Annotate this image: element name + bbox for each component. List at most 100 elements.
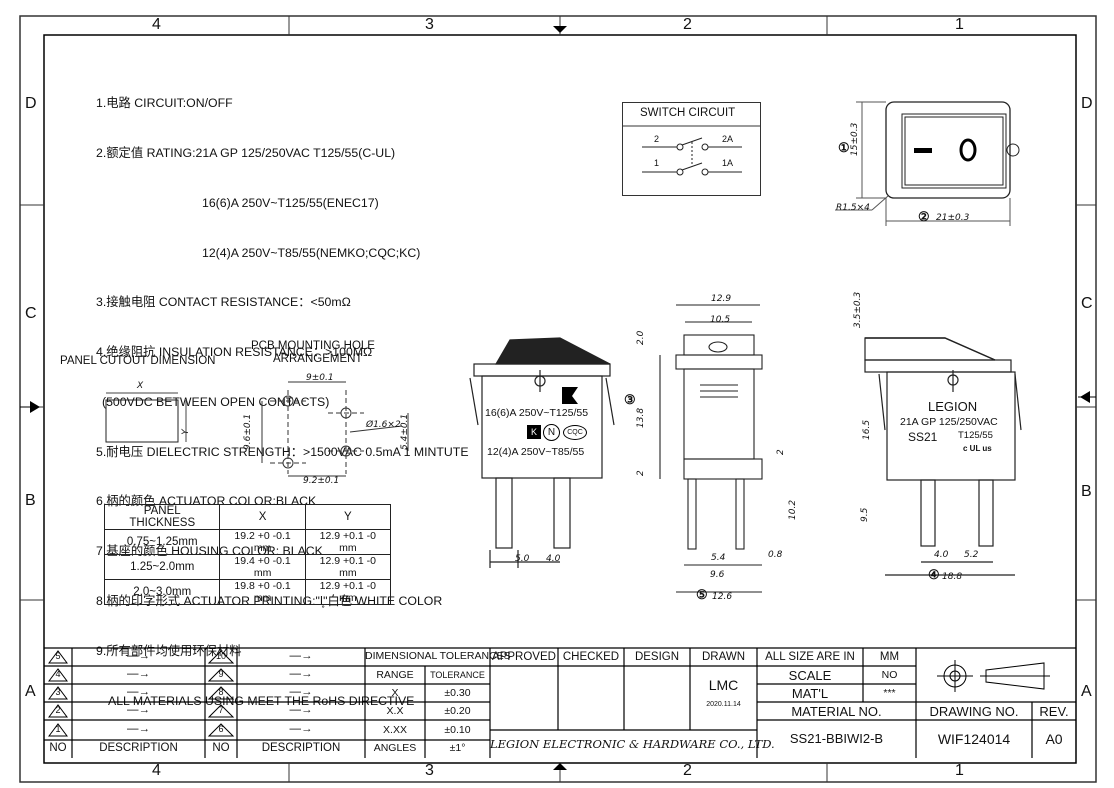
side-marking-2: 12(4)A 250V~T85/55 (487, 446, 585, 458)
zone-top-4: 4 (152, 16, 161, 33)
end-dim-1: 12.9 (711, 294, 732, 304)
end-dim-2: 10.5 (710, 315, 731, 325)
note-3: 3.接触电阻 CONTACT RESISTANCE：<50mΩ (96, 295, 351, 310)
rev-no-1: 1 (55, 724, 61, 734)
side-marking-1: 16(6)A 250V~T125/55 (485, 407, 589, 419)
rev-no-10: 10 (215, 651, 226, 661)
end-dim-11: 12.6 (712, 592, 733, 602)
pcb-title-1: PCB MOUNTING HOLE (251, 340, 375, 352)
table-cell: 2.0~3.0mm (103, 579, 221, 605)
material-value: *** (883, 687, 896, 699)
side-dim-1: 5.0 (515, 554, 530, 564)
right-dim-5: 5.2 (964, 550, 979, 560)
switch-side-view (469, 337, 615, 568)
note-1: 1.电路 CIRCUIT:ON/OFF (96, 96, 233, 111)
rev-no-7: 7 (218, 705, 224, 715)
switch-circuit-title: SWITCH CIRCUIT (640, 107, 736, 119)
pin-1: 1 (654, 158, 660, 168)
rev-label: REV. (1039, 704, 1069, 719)
zone-left-B: B (25, 492, 36, 509)
circled-5: ⑤ (696, 587, 708, 602)
pcb-hole-diagram (261, 381, 409, 477)
tol-value: ±0.30 (444, 687, 471, 699)
switch-end-view (659, 304, 763, 593)
rev-no-4: 4 (55, 669, 61, 679)
table-row: 0.75~1.25mm 19.2 +0 -0.1 mm 12.9 +0.1 -0… (103, 529, 392, 555)
note-2a: 16(6)A 250V~T125/55(ENEC17) (202, 195, 379, 210)
zone-right-C: C (1081, 295, 1093, 312)
zone-left-A: A (25, 683, 36, 700)
tol-range-header: RANGE (376, 669, 414, 681)
pin-1a: 1A (722, 158, 734, 168)
dim-radius: R1.5×4 (836, 203, 870, 213)
header-thickness: PANEL THICKNESS (103, 504, 221, 530)
size-unit: MM (879, 651, 900, 663)
rev-no-3: 3 (55, 687, 61, 697)
zone-bottom-3: 3 (425, 762, 434, 779)
kc-logo: K (527, 425, 541, 439)
right-dim-6: 18.8 (942, 572, 963, 582)
cutout-x: X (137, 381, 144, 391)
drawn-label: DRAWN (701, 651, 745, 663)
design-label: DESIGN (634, 651, 680, 663)
table-cell: 19.8 +0 -0.1 mm (219, 579, 306, 605)
end-dim-9: 0.8 (768, 550, 783, 560)
circled-3: ③ (624, 392, 636, 407)
pcb-title-2: ARRANGEMENT (273, 353, 363, 365)
table-row: 2.0~3.0mm 19.8 +0 -0.1 mm 12.9 +0.1 -0 m… (103, 579, 392, 605)
scale-value: NO (881, 669, 898, 681)
circled-1: ① (838, 140, 850, 155)
tolerances-title: DIMENSIONAL TOLERANCES (365, 650, 511, 662)
switch-top-view (835, 101, 1020, 226)
right-dim-4: 4.0 (934, 550, 949, 560)
rev-no-8: 8 (218, 687, 224, 697)
tol-value: ±0.10 (444, 724, 471, 736)
tol-range: X.XX (383, 724, 407, 736)
zone-right-D: D (1081, 95, 1093, 112)
table-cell: 12.9 +0.1 -0 mm (304, 579, 392, 605)
panel-cutout-title: PANEL CUTOUT DIMENSION (60, 355, 216, 367)
rev-desc-header-2: DESCRIPTION (261, 742, 341, 754)
right-brand: LEGION (928, 399, 978, 414)
rev-no-9: 9 (218, 669, 224, 679)
nemko-logo: N (543, 424, 560, 441)
panel-cutout-shape (105, 392, 187, 443)
drawing-no-label: DRAWING NO. (929, 704, 1019, 719)
end-dim-8: 5.4 (711, 553, 726, 563)
right-rating: 21A GP 125/250VAC (900, 416, 998, 428)
circled-2: ② (918, 209, 930, 224)
size-label: ALL SIZE ARE IN (765, 651, 855, 663)
rev-arrow: —→ (289, 650, 313, 662)
company-name: LEGION ELECTRONIC & HARDWARE CO., LTD. (490, 737, 775, 751)
dim-width: 21±0.3 (936, 213, 970, 223)
note-4: 4.绝缘阻抗 INSULATION RESISTANCE：>100MΩ (96, 345, 373, 360)
material-no: SS21-BBIWI2-B (789, 731, 884, 746)
pin-2: 2 (654, 134, 660, 144)
zone-bottom-2: 2 (683, 762, 692, 779)
table-row: 1.25~2.0mm 19.4 +0 -0.1 mm 12.9 +0.1 -0 … (103, 554, 392, 580)
rev-arrow: —→ (127, 704, 150, 716)
zone-left-D: D (25, 95, 37, 112)
header-x: X (219, 504, 306, 530)
right-temp: T125/55 (958, 430, 993, 441)
rev-no-6: 6 (218, 724, 224, 734)
tol-header: TOLERANCE (430, 670, 485, 680)
end-dim-10: 9.6 (710, 570, 725, 580)
switch-circuit-diagram (622, 102, 761, 196)
circled-4: ④ (928, 567, 940, 582)
drawn-date: 2020.11.14 (706, 701, 741, 708)
tol-range: X (391, 687, 399, 699)
note-9a: ALL MATERIALS USING MEET THE RoHS DIRECT… (108, 693, 415, 708)
pcb-dim-1: 9±0.1 (306, 373, 334, 383)
note-2b: 12(4)A 250V~T85/55(NEMKO;CQC;KC) (202, 245, 421, 260)
rev-arrow: —→ (127, 723, 150, 735)
zone-bottom-1: 1 (955, 762, 964, 779)
zone-bottom-4: 4 (152, 762, 161, 779)
table-header-row: PANEL THICKNESS X Y (103, 504, 392, 530)
pin-2a: 2A (722, 134, 734, 144)
switch-right-view (864, 337, 1022, 576)
approved-label: APPROVED (492, 651, 556, 663)
pcb-dim-3: Ø1.6×2 (366, 420, 401, 430)
